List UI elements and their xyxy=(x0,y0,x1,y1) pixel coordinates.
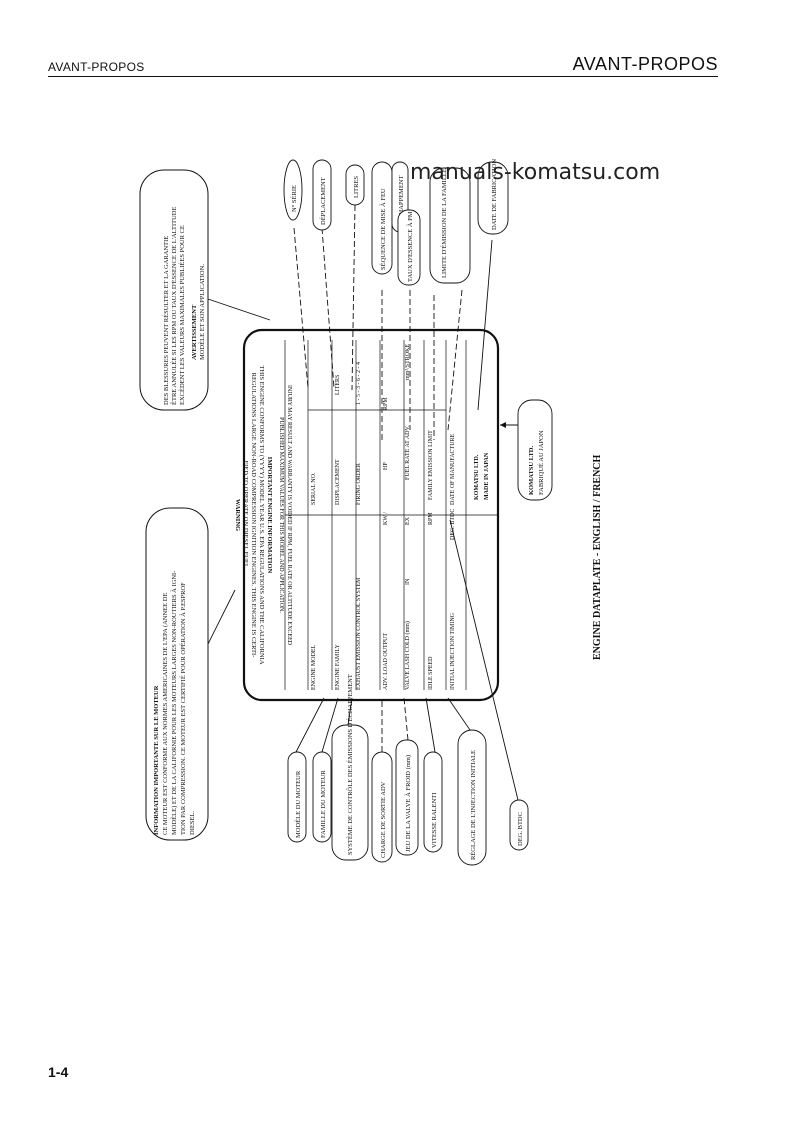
callout-valve-lash: JEU DE LA VALVE À FROID (mm) xyxy=(404,755,412,852)
row-firing-order: FIRING ORDER xyxy=(356,463,362,505)
header-rule xyxy=(48,76,718,77)
watermark: manuals-komatsu.com xyxy=(410,160,661,185)
row-date-of-manufacture: DATE OF MANUFACTURE xyxy=(450,433,456,505)
row-hp: HP xyxy=(383,462,389,470)
page-number: 1-4 xyxy=(48,1064,69,1080)
leader-lines xyxy=(195,204,519,801)
row-deg-btdc: DEG. BTDC xyxy=(450,509,456,540)
warning-line-2: ÊTRE ANNULÉE SI LES RPM OU TAUX D'ESSENC… xyxy=(170,207,178,405)
callout-adv-load: CHARGE DE SORTIE ADV xyxy=(380,781,387,858)
plate-made-in: MADE IN JAPAN xyxy=(484,452,490,500)
row-engine-model: ENGINE MODEL xyxy=(311,645,317,690)
row-idle-speed: IDLE SPEED xyxy=(428,656,434,690)
row-fuel-rate: FUEL RATE AT ADV. xyxy=(405,425,411,480)
plate-intro-line-1: THIS ENGINE CONFORMS TO (YYYY) MODEL YEA… xyxy=(258,365,265,664)
callout-fuel-rate: TAUX D'ESSENCE À PM xyxy=(406,211,414,282)
callout-engine-family: FAMILLE DU MOTEUR xyxy=(320,770,327,838)
header-chapter-title: AVANT-PROPOS xyxy=(572,54,718,74)
callout-manufacture-date: DATE DE FABRICATION xyxy=(491,159,498,230)
row-valve-lash: VALVE LASH COLD (mm) xyxy=(404,621,411,690)
warning-line-1: DES BLESSURES PEUVENT RÉSULTER ET LA GAR… xyxy=(162,236,170,405)
callout-komatsu: KOMATSU LTD. xyxy=(528,446,535,495)
row-valve-in: IN xyxy=(405,578,411,585)
plate-title: IMPORTANT ENGINE INFORMATION xyxy=(266,457,273,574)
dataplate-grid xyxy=(284,340,498,690)
warning-line-3: EXCÈDENT LES VALEURS MAXIMALES PUBLIÉES … xyxy=(178,225,186,405)
row-valve-ex: EX xyxy=(405,516,411,525)
callout-idle-speed: VITESSE RALENTI xyxy=(431,793,438,848)
callout-made-in: FABRIQUÉ AU JAPON xyxy=(537,430,545,495)
row-liters: LITERS xyxy=(335,375,341,395)
callout-displacement: DÉPLACEMENT xyxy=(319,177,327,225)
plate-maker: KOMATSU LTD. xyxy=(474,454,480,500)
plate-intro-line-2: REGULATIONS LARGE NON-ROAD COMPRESSION I… xyxy=(250,373,257,658)
row-stroke-unit: mm³/STROKE xyxy=(405,344,411,380)
callout-emission-system: SYSTÈME DE CONTRÔLE DES ÉMISSIONS D'ÉCHA… xyxy=(346,674,354,855)
row-rpm: RPM xyxy=(383,397,389,410)
row-adv-load-output: ADV. LOAD OUTPUT xyxy=(383,633,389,690)
callout-serial-no: N° SÉRIE xyxy=(290,185,298,212)
info-title: INFORMATION IMPORTANTE SUR LE MOTEUR xyxy=(153,685,160,835)
figure-caption: ENGINE DATAPLATE - ENGLISH / FRENCH xyxy=(592,454,603,660)
row-kw: KW / xyxy=(383,512,389,525)
row-emission-system: EXHAUST EMISSION CONTROL SYSTEM xyxy=(356,577,362,690)
callout-family-limit: LIMITE D'ÉMISSION DE LA FAMILLE xyxy=(440,168,448,278)
row-family-emission-limit: FAMILY EMISSION LIMIT xyxy=(428,430,434,500)
plate-warning-line-1: INJURY MAY RESULT AND WARRANTY IS VOIDED… xyxy=(286,385,292,646)
header-section-title: AVANT-PROPOS xyxy=(48,60,145,74)
plate-rows: ENGINE MODEL SERIAL NO. ENGINE FAMILY DI… xyxy=(311,344,490,690)
row-displacement: DISPLACEMENT xyxy=(335,459,341,505)
row-idle-rpm: RPM xyxy=(428,512,434,525)
warning-title: AVERTISSEMENT xyxy=(191,304,198,360)
callout-firing-sequence: SÉQUENCE DE MISE À FEU xyxy=(379,188,387,270)
plate-warning-label: WARNING xyxy=(234,499,241,531)
plate-warning-line-2: PUBLISHED MAXIMUM VALUES FOR THIS MODEL … xyxy=(278,417,284,613)
plate-intro-line-3: FIED TO OPERATE ON DIESEL FUEL. xyxy=(242,461,249,570)
row-firing-sequence: 1 - 5 - 3 - 6 - 2 - 4 xyxy=(356,362,362,405)
callout-exhaust: L'ÉCHAPPEMENT xyxy=(397,176,405,228)
info-line-3: TION PAR COMPRESSION. CE MOTEUR EST CERT… xyxy=(179,582,187,835)
row-serial-no: SERIAL NO. xyxy=(311,472,317,505)
row-engine-family: ENGINE FAMILY xyxy=(335,644,341,690)
callout-liters: LITRES xyxy=(353,176,360,198)
row-injection-timing: INITIAL INJECTION TIMING xyxy=(450,612,456,690)
callout-injection-timing: RÉGLAGE DE L'INJECTION INITIALE xyxy=(469,750,477,860)
info-line-1: CE MOTEUR EST CONFORME AUX NORMES AMERIC… xyxy=(162,593,169,835)
info-line-4: DIESEL. xyxy=(189,811,196,835)
info-line-2: MODÈLE) ET DE LA CALIFORNIE POUR LES MOT… xyxy=(170,571,178,835)
callout-deg-btdc: DEG. BTDC xyxy=(517,812,524,846)
warning-line-4: MODÈLE ET SON APPLICATION. xyxy=(198,264,206,360)
callout-engine-model: MODÈLE DU MOTEUR xyxy=(294,770,302,838)
